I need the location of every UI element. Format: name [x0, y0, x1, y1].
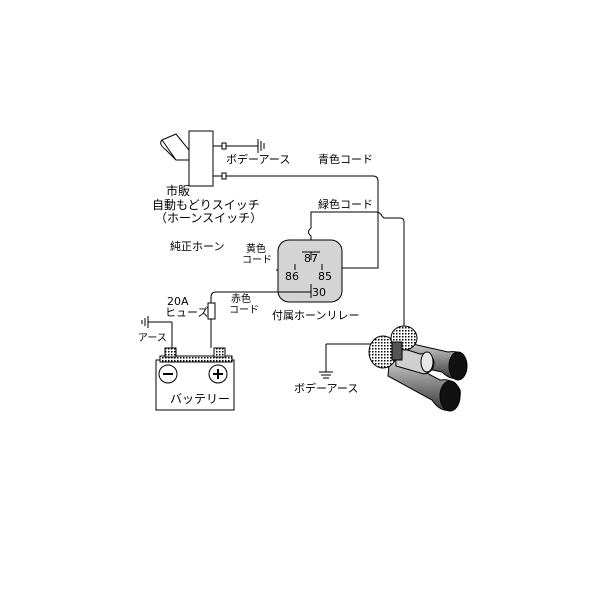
yellow-cord-label-1: 黄色 — [246, 244, 266, 255]
trumpet-horns — [368, 325, 468, 412]
toggle-switch — [160, 130, 227, 187]
body-earth-top-label: ボデーアース — [226, 153, 291, 166]
red-cord-label-2: コード — [229, 305, 259, 316]
fuse — [207, 302, 216, 348]
battery-terminal-minus — [164, 347, 177, 358]
switch-lever — [161, 133, 190, 161]
blue-cord-label: 青色コード — [318, 153, 373, 166]
horn-switch-label: （ホーンスイッチ） — [155, 211, 263, 225]
battery-plus-sign: + — [213, 365, 228, 383]
blue-cord-wire — [226, 175, 379, 269]
relay-terminal-86: 86 — [285, 270, 299, 283]
stock-horn-label: 純正ホーン — [170, 240, 225, 253]
relay-terminal-85: 85 — [318, 270, 332, 283]
red-cord-label-1: 赤色 — [231, 294, 251, 305]
battery-top-strip — [159, 355, 233, 363]
relay-body — [277, 239, 343, 303]
body-earth-bottom-label: ボデーアース — [294, 382, 359, 395]
ground-symbol-battery — [141, 316, 173, 348]
yellow-cord-label-2: コード — [242, 255, 272, 266]
ground-symbol-switch — [226, 139, 265, 153]
earth-left-label: アース — [138, 333, 167, 344]
switch-body — [188, 130, 214, 187]
commercial-label: 市販 — [166, 184, 191, 198]
red-cord-wire — [210, 291, 312, 303]
battery-label: バッテリー — [170, 392, 231, 406]
battery-terminal-plus — [213, 347, 226, 358]
battery-minus-sign: − — [163, 365, 178, 383]
relay-terminal-30: 30 — [312, 286, 326, 299]
fuse-label: ヒューズ — [165, 306, 209, 319]
battery — [155, 347, 235, 411]
fuse-amp-label: 20A — [167, 295, 189, 308]
relay-terminal-87: 87 — [304, 252, 318, 265]
relay-name-label: 付属ホーンリレー — [272, 309, 360, 322]
green-cord-wire — [308, 211, 405, 330]
green-cord-label: 緑色コード — [318, 198, 373, 211]
auto-return-switch-label: 自動もどりスイッチ — [152, 198, 260, 212]
horn-relay — [277, 239, 343, 303]
